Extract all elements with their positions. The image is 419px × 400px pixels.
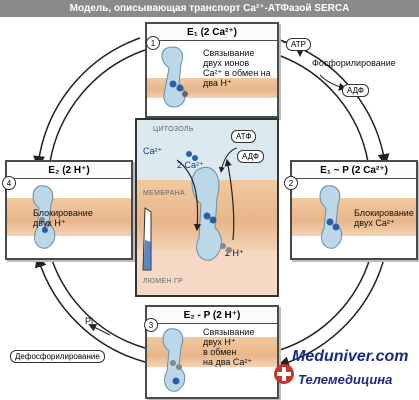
atp-label-center: АТФ — [231, 130, 257, 143]
atp-label-top: ATP — [286, 38, 311, 51]
step-number-1: 1 — [146, 36, 160, 50]
state-header-e2p: E₂ - P (2 H⁺) — [147, 307, 277, 324]
serca-protein-icon — [161, 46, 188, 108]
central-transport-panel: ЦИТОЗОЛЬ МЕМБРАНА ЛЮМЕН ГР Ca²⁺ 2 Ca²⁺ А… — [135, 118, 279, 297]
step-number-3: 3 — [144, 318, 158, 332]
phosphorylation-label: Фосфорилирование — [312, 58, 396, 68]
serca-protein-icon — [319, 185, 343, 249]
step-number-4: 4 — [2, 176, 16, 190]
watermark-sub: Телемедицина — [298, 372, 393, 387]
lumen-label: ЛЮМЕН ГР — [143, 278, 184, 285]
diagram-title: Модель, описывающая транспорт Ca²⁺-АТФаз… — [0, 0, 419, 17]
adp-label-top: АДФ — [342, 84, 369, 97]
dephosphorylation-label: Дефосфорилирование — [10, 350, 105, 363]
state-header-e1p: E₁ ~ P (2 Ca²⁺) — [292, 162, 416, 179]
center-diagram-shapes — [142, 147, 238, 271]
serca-protein-icon — [162, 328, 186, 392]
step-number-2: 2 — [284, 176, 298, 190]
h-label-two: 2 H⁺ — [225, 248, 244, 258]
watermark-main: Meduniver.com — [292, 348, 409, 365]
medical-cross-icon — [274, 364, 294, 384]
adp-label-center: АДФ — [237, 150, 264, 163]
serca-protein-icon — [32, 185, 56, 249]
membrane-label: МЕМБРАНА — [143, 190, 185, 197]
state-header-e2: E₂ (2 H⁺) — [7, 162, 131, 179]
pi-label: Pi — [85, 316, 94, 326]
ca-label-left: Ca²⁺ — [143, 146, 163, 156]
state-header-e1: E₁ (2 Ca²⁺) — [147, 24, 277, 41]
cytosol-label: ЦИТОЗОЛЬ — [153, 126, 194, 133]
ca-label-two: 2 Ca²⁺ — [177, 160, 204, 170]
